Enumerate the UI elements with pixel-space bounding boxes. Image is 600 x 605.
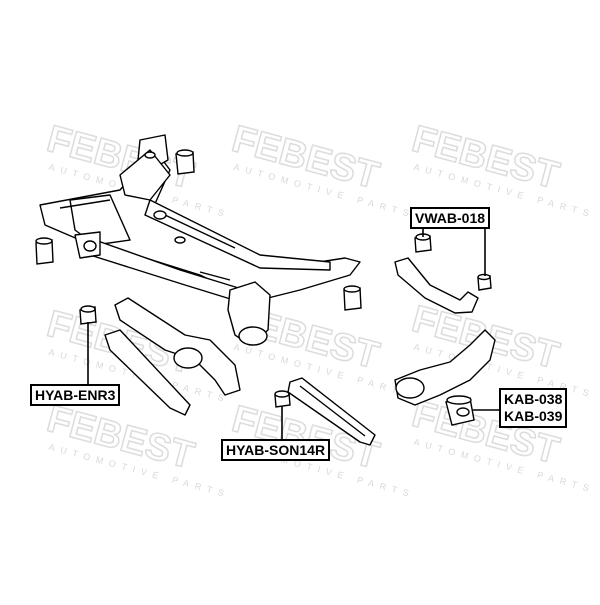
- watermark: FEBEST AUTOMOTIVE PARTS: [227, 117, 416, 219]
- leader-lines: [87, 228, 500, 440]
- rear-subframe: [39, 134, 361, 346]
- upper-arm: [394, 257, 479, 314]
- toe-link: [287, 377, 376, 446]
- part-label-kab-038: KAB-038: [504, 391, 563, 407]
- knuckle-arm: [394, 329, 496, 406]
- part-label-kab-039: KAB-039: [504, 408, 563, 424]
- watermark: FEBEST AUTOMOTIVE PARTS: [407, 117, 596, 219]
- part-label-hyab-enr3: HYAB-ENR3: [30, 384, 121, 406]
- part-label-vwab-018: VWAB-018: [410, 207, 491, 229]
- part-label-hyab-son14r: HYAB-SON14R: [221, 439, 331, 461]
- watermark: FEBEST AUTOMOTIVE PARTS: [42, 397, 231, 499]
- lower-control-arm: [104, 297, 241, 416]
- part-label-kab-038-039: KAB-038 KAB-039: [499, 388, 568, 428]
- bushings: [35, 149, 492, 426]
